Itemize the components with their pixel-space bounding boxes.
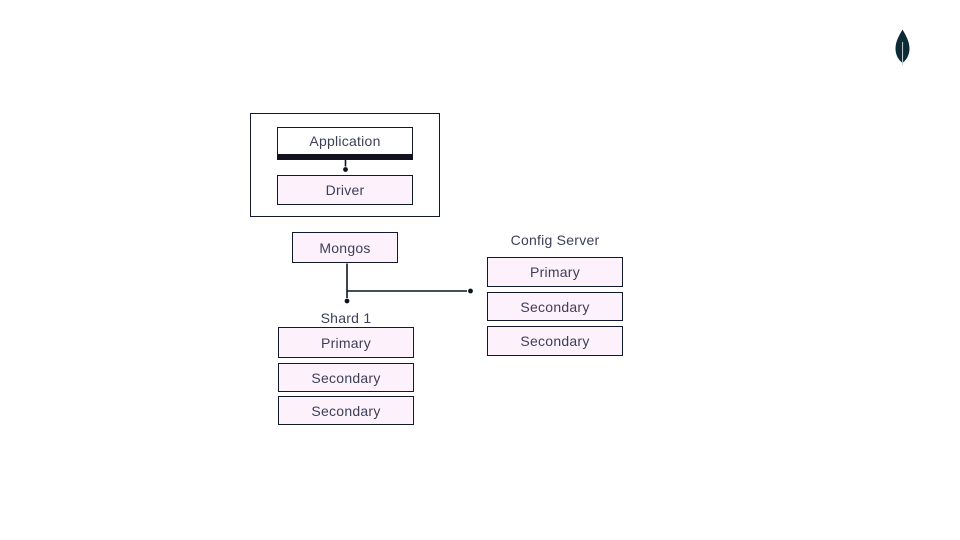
config-secondary1-label: Secondary (520, 298, 590, 315)
shard1-secondary1-label: Secondary (311, 369, 381, 386)
mongodb-leaf-icon (895, 29, 910, 66)
config-server-title: Config Server (510, 232, 600, 248)
shard1-secondary2-box: Secondary (278, 396, 414, 425)
application-label: Application (309, 133, 381, 149)
config-primary-box: Primary (487, 257, 623, 287)
shard1-secondary2-label: Secondary (311, 402, 381, 419)
driver-label: Driver (325, 182, 365, 198)
driver-box: Driver (277, 175, 413, 205)
shard1-primary-label: Primary (321, 334, 371, 351)
application-group-box (250, 113, 440, 217)
config-secondary2-box: Secondary (487, 326, 623, 356)
shard1-title: Shard 1 (320, 310, 372, 326)
shard1-secondary1-box: Secondary (278, 363, 414, 392)
config-secondary2-label: Secondary (520, 333, 590, 349)
mongos-box: Mongos (292, 232, 398, 263)
config-secondary1-box: Secondary (487, 292, 623, 321)
config-primary-label: Primary (530, 264, 580, 280)
application-box: Application (277, 127, 413, 160)
shard1-primary-box: Primary (278, 327, 414, 358)
mongos-label: Mongos (319, 239, 371, 256)
